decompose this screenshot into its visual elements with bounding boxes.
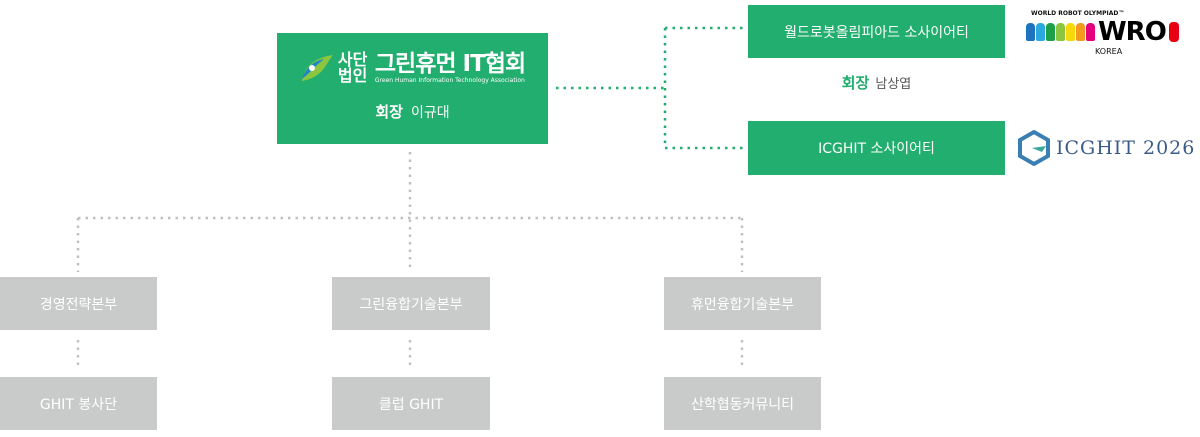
icghit-logo-word: ICGHIT 2026 (1056, 137, 1196, 159)
sub-unit-box: 클럽 GHIT (332, 377, 490, 430)
division-label: 휴먼융합기술본부 (690, 296, 795, 313)
wro-chair: 회장 남상엽 (748, 72, 1005, 93)
icghit-logo: ICGHIT 2026 (1018, 130, 1195, 166)
division-box: 그린융합기술본부 (332, 277, 490, 330)
leaf-logo-icon (301, 55, 333, 81)
affiliate-connectors (556, 26, 745, 150)
hexagon-g-icon (1018, 130, 1050, 166)
chair-label: 회장 (841, 74, 870, 92)
people-chain-icon (1026, 23, 1096, 41)
wro-korea-logo: WORLD ROBOT OLYMPIAD™ WRO KOREA (1026, 10, 1196, 56)
division-label: 그린융합기술본부 (359, 296, 463, 313)
red-figure-icon (1168, 22, 1179, 42)
logo-subtitle: Green Human Information Technology Assoc… (374, 77, 525, 84)
sub-unit-box: GHIT 봉사단 (0, 377, 157, 430)
wro-logo-top: WORLD ROBOT OLYMPIAD™ (1031, 10, 1125, 17)
chair-name: 이규대 (410, 105, 450, 121)
main-org-box: 사단 법인 그린휴먼 IT협회 Green Human Information … (277, 33, 548, 144)
wro-logo-sub: KOREA (1095, 47, 1123, 56)
sub-unit-label: 클럽 GHIT (378, 396, 444, 413)
main-chair: 회장 이규대 (375, 101, 449, 122)
affiliate-icghit-box: ICGHIT 소사이어티 (748, 121, 1005, 175)
chair-label: 회장 (375, 103, 403, 121)
division-connectors (76, 152, 744, 370)
logo-title: 그린휴먼 IT협회 (374, 51, 526, 77)
affiliate-label: ICGHIT 소사이어티 (818, 141, 935, 157)
division-box: 경영전략본부 (0, 277, 157, 330)
sub-unit-label: 산학협동커뮤니티 (690, 396, 795, 413)
sub-unit-label: GHIT 봉사단 (39, 396, 118, 413)
division-label: 경영전략본부 (39, 296, 118, 313)
association-logo: 사단 법인 그린휴먼 IT협회 Green Human Information … (300, 50, 526, 85)
wro-logo-word: WRO (1098, 17, 1167, 47)
affiliate-wro-box: 월드로봇올림피아드 소사이어티 (748, 5, 1005, 58)
chair-name: 남상엽 (875, 77, 912, 92)
sub-unit-box: 산학협동커뮤니티 (664, 377, 821, 430)
division-box: 휴먼융합기술본부 (664, 277, 821, 330)
affiliate-label: 월드로봇올림피아드 소사이어티 (784, 24, 969, 41)
logo-prefix: 사단 법인 (337, 50, 368, 85)
